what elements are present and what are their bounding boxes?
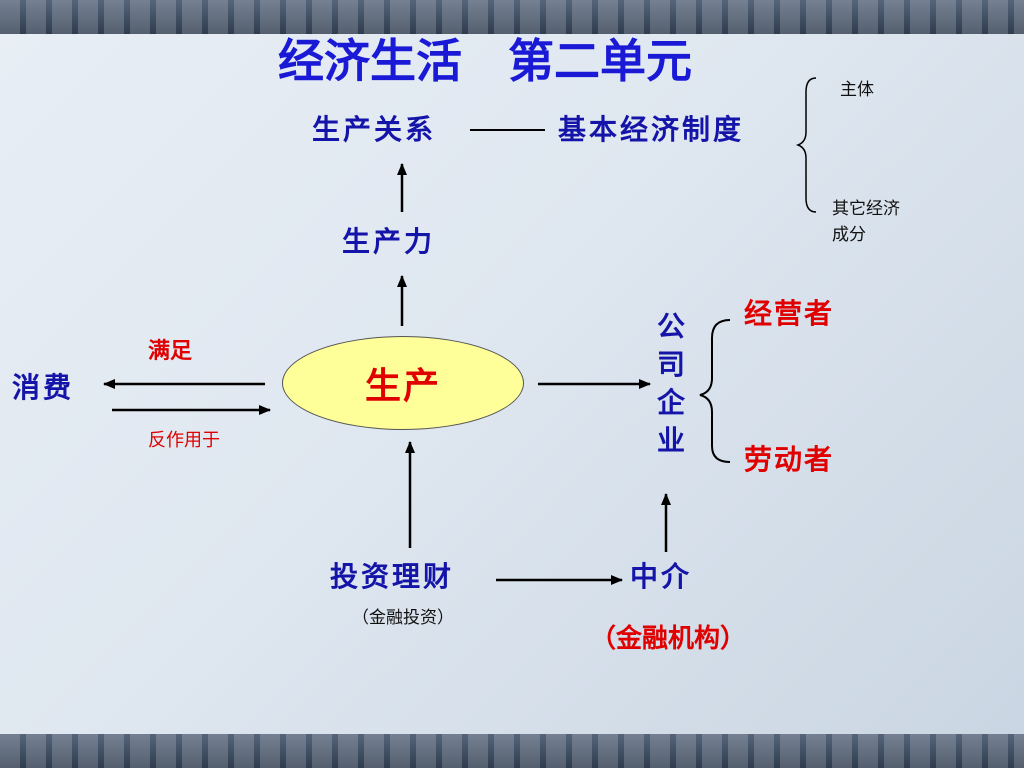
label-react-on: 反作用于	[148, 430, 220, 451]
bottom-border-band	[0, 734, 1024, 768]
node-production-label: 生产	[364, 365, 441, 407]
node-intermediary: 中介	[630, 560, 693, 593]
company-brace	[699, 319, 731, 463]
label-financial-investment: （金融投资）	[352, 608, 454, 628]
label-satisfy: 满足	[148, 338, 193, 364]
node-investment: 投资理财	[330, 560, 455, 593]
node-finance-institution: （金融机构）	[590, 624, 747, 654]
node-productivity: 生产力	[342, 225, 436, 258]
slide-title: 经济生活 第二单元	[278, 35, 692, 87]
node-basic-economic-system: 基本经济制度	[558, 113, 745, 146]
top-border-band	[0, 0, 1024, 34]
node-operator: 经营者	[744, 297, 835, 330]
node-company: 公司企业	[656, 310, 685, 457]
node-production-relations: 生产关系	[312, 113, 437, 146]
node-consumption: 消费	[12, 371, 75, 404]
system-brace	[795, 77, 817, 213]
label-main-body: 主体	[840, 80, 874, 100]
node-laborer: 劳动者	[744, 443, 835, 476]
label-other-components: 其它经济成分	[832, 199, 900, 245]
node-production: 生产	[282, 336, 524, 430]
